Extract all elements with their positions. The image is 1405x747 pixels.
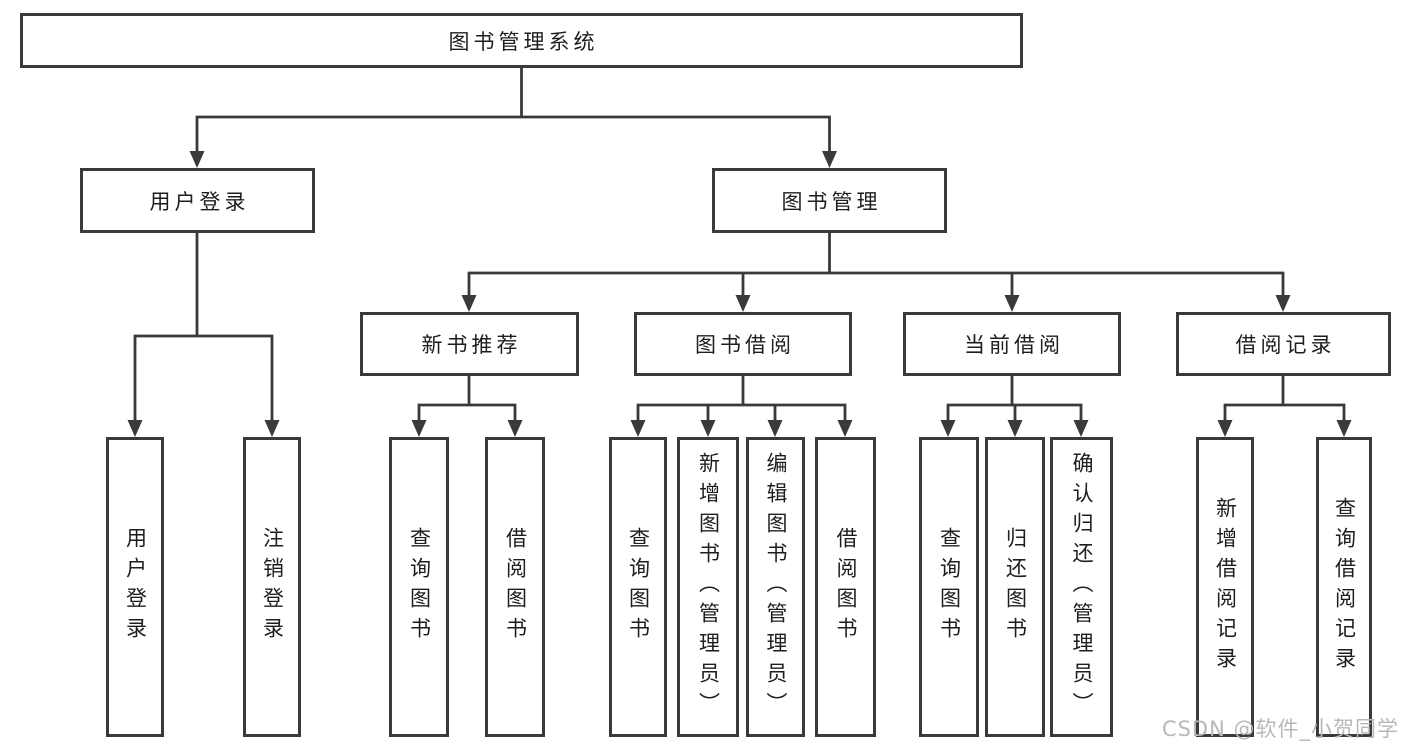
node-user-login-label: 用户登录 [149, 189, 250, 214]
node-book-borrow-label: 图书借阅 [695, 333, 795, 357]
leaf-recommend-borrow-books: 借阅图书 [485, 437, 545, 737]
leaf-current-return-books-label: 归还图书 [1003, 527, 1028, 647]
node-root-label: 图书管理系统 [448, 29, 599, 54]
leaf-records-add-record-label: 新增借阅记录 [1213, 497, 1238, 677]
leaf-borrow-edit-books-admin: 编辑图书（管理员） [746, 437, 805, 737]
leaf-user-login: 用户登录 [106, 437, 164, 737]
leaf-logout-login-label: 注销登录 [260, 527, 285, 647]
leaf-current-query-books-label: 查询图书 [937, 527, 962, 647]
leaf-recommend-query-books: 查询图书 [389, 437, 449, 737]
leaf-borrow-edit-books-admin-label: 编辑图书（管理员） [764, 452, 788, 722]
leaf-borrow-query-books-label: 查询图书 [626, 527, 651, 647]
node-current-borrow-label: 当前借阅 [964, 333, 1064, 357]
leaf-borrow-add-books-admin: 新增图书（管理员） [677, 437, 739, 737]
node-borrow-records: 借阅记录 [1176, 312, 1391, 376]
leaf-logout-login: 注销登录 [243, 437, 301, 737]
leaf-current-confirm-return-admin-label: 确认归还（管理员） [1070, 452, 1094, 722]
node-current-borrow: 当前借阅 [903, 312, 1121, 376]
node-user-login: 用户登录 [80, 168, 315, 233]
leaf-borrow-borrow-books: 借阅图书 [815, 437, 876, 737]
leaf-borrow-borrow-books-label: 借阅图书 [834, 527, 858, 647]
node-book-management: 图书管理 [712, 168, 947, 233]
leaf-borrow-add-books-admin-label: 新增图书（管理员） [696, 452, 721, 722]
leaf-records-query-record: 查询借阅记录 [1316, 437, 1372, 737]
leaf-records-query-record-label: 查询借阅记录 [1332, 497, 1357, 677]
node-book-borrow: 图书借阅 [634, 312, 852, 376]
leaf-recommend-borrow-books-label: 借阅图书 [503, 527, 528, 647]
csdn-watermark: CSDN @软件_小贺同学 [1161, 717, 1399, 741]
leaf-current-confirm-return-admin: 确认归还（管理员） [1050, 437, 1113, 737]
leaf-borrow-query-books: 查询图书 [609, 437, 667, 737]
node-book-management-label: 图书管理 [781, 189, 882, 214]
node-borrow-records-label: 借阅记录 [1235, 333, 1336, 357]
leaf-records-add-record: 新增借阅记录 [1196, 437, 1254, 737]
node-new-book-recommend: 新书推荐 [360, 312, 579, 376]
leaf-recommend-query-books-label: 查询图书 [407, 527, 432, 647]
node-new-book-recommend-label: 新书推荐 [421, 333, 522, 357]
leaf-user-login-label: 用户登录 [123, 527, 148, 647]
leaf-current-query-books: 查询图书 [919, 437, 979, 737]
node-root: 图书管理系统 [20, 13, 1023, 68]
leaf-current-return-books: 归还图书 [985, 437, 1045, 737]
